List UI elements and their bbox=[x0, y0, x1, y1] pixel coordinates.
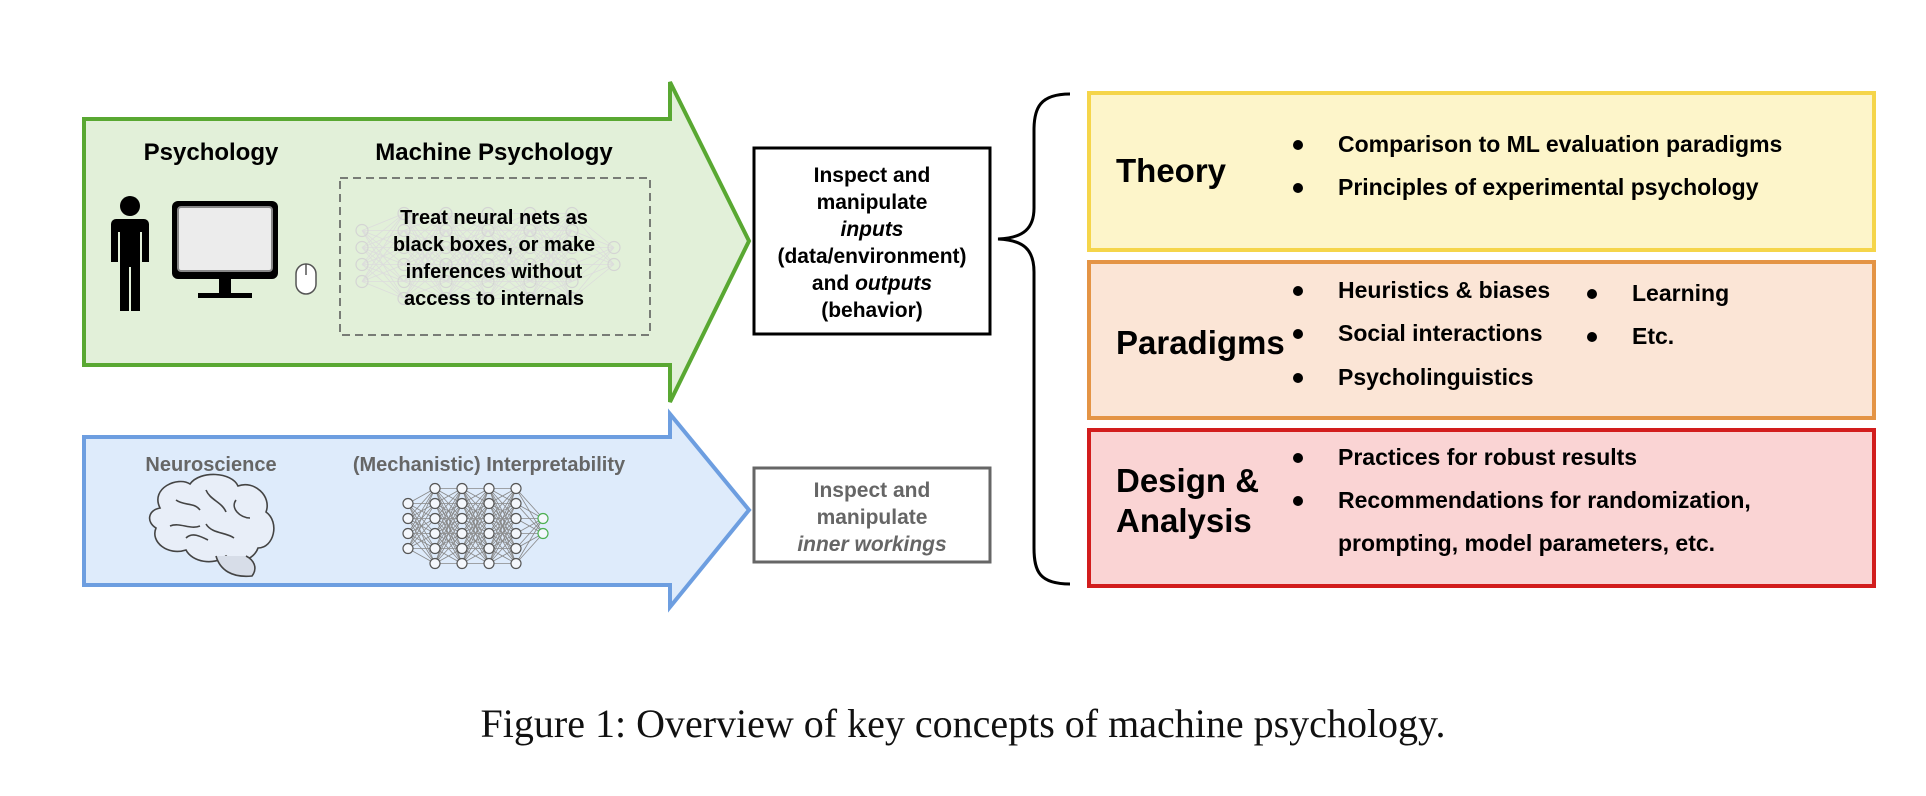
panel-paradigms-item: Social interactions bbox=[1338, 320, 1543, 346]
bullet-icon bbox=[1293, 496, 1303, 506]
panel-theory: Theory Comparison to ML evaluation paradi… bbox=[1087, 91, 1876, 252]
panel-design-title: Design &Analysis bbox=[1116, 462, 1259, 539]
panel-design-background bbox=[1087, 428, 1876, 588]
figure-caption: Figure 1: Overview of key concepts of ma… bbox=[480, 701, 1446, 746]
neuroscience-label: Neuroscience bbox=[145, 454, 276, 476]
bullet-icon bbox=[1293, 183, 1303, 193]
neural-network-icon bbox=[355, 206, 621, 306]
panel-paradigms-item: Heuristics & biases bbox=[1338, 277, 1550, 303]
machine-psychology-arrow bbox=[82, 81, 752, 403]
bullet-icon bbox=[1587, 289, 1597, 299]
interpretability-label: (Mechanistic) Interpretability bbox=[353, 454, 626, 476]
panel-paradigms-title: Paradigms bbox=[1116, 324, 1285, 361]
concept-panels: Theory Comparison to ML evaluation paradi… bbox=[1087, 91, 1876, 588]
curly-brace bbox=[997, 92, 1071, 586]
panel-design-item: Practices for robust results bbox=[1338, 444, 1637, 470]
bullet-icon bbox=[1293, 286, 1303, 296]
panel-theory-item: Comparison to ML evaluation paradigms bbox=[1338, 131, 1782, 157]
mouse-icon bbox=[295, 263, 317, 295]
bullet-icon bbox=[1293, 329, 1303, 339]
bullet-icon bbox=[1587, 332, 1597, 342]
neural-network-icon bbox=[402, 482, 549, 570]
panel-paradigms-item: Etc. bbox=[1632, 323, 1674, 349]
panel-theory-title: Theory bbox=[1116, 152, 1227, 189]
panel-paradigms-background bbox=[1087, 260, 1876, 420]
panel-theory-background bbox=[1087, 91, 1876, 252]
monitor-icon bbox=[172, 201, 278, 298]
panel-paradigms-item: Psycholinguistics bbox=[1338, 364, 1534, 390]
panel-design-item-continuation: prompting, model parameters, etc. bbox=[1338, 530, 1715, 556]
panel-design: Design &Analysis Practices for robust res… bbox=[1087, 428, 1876, 588]
person-icon bbox=[111, 196, 149, 311]
io-box bbox=[752, 146, 992, 336]
panel-paradigms-item: Learning bbox=[1632, 280, 1729, 306]
machine-psychology-label: Machine Psychology bbox=[375, 139, 613, 166]
inner-workings-box bbox=[752, 466, 992, 564]
psychology-label: Psychology bbox=[144, 139, 279, 166]
bullet-icon bbox=[1293, 453, 1303, 463]
panel-theory-item: Principles of experimental psychology bbox=[1338, 174, 1759, 200]
panel-design-item: Recommendations for randomization, bbox=[1338, 487, 1751, 513]
brain-icon bbox=[148, 473, 275, 578]
bullet-icon bbox=[1293, 140, 1303, 150]
bullet-icon bbox=[1293, 373, 1303, 383]
